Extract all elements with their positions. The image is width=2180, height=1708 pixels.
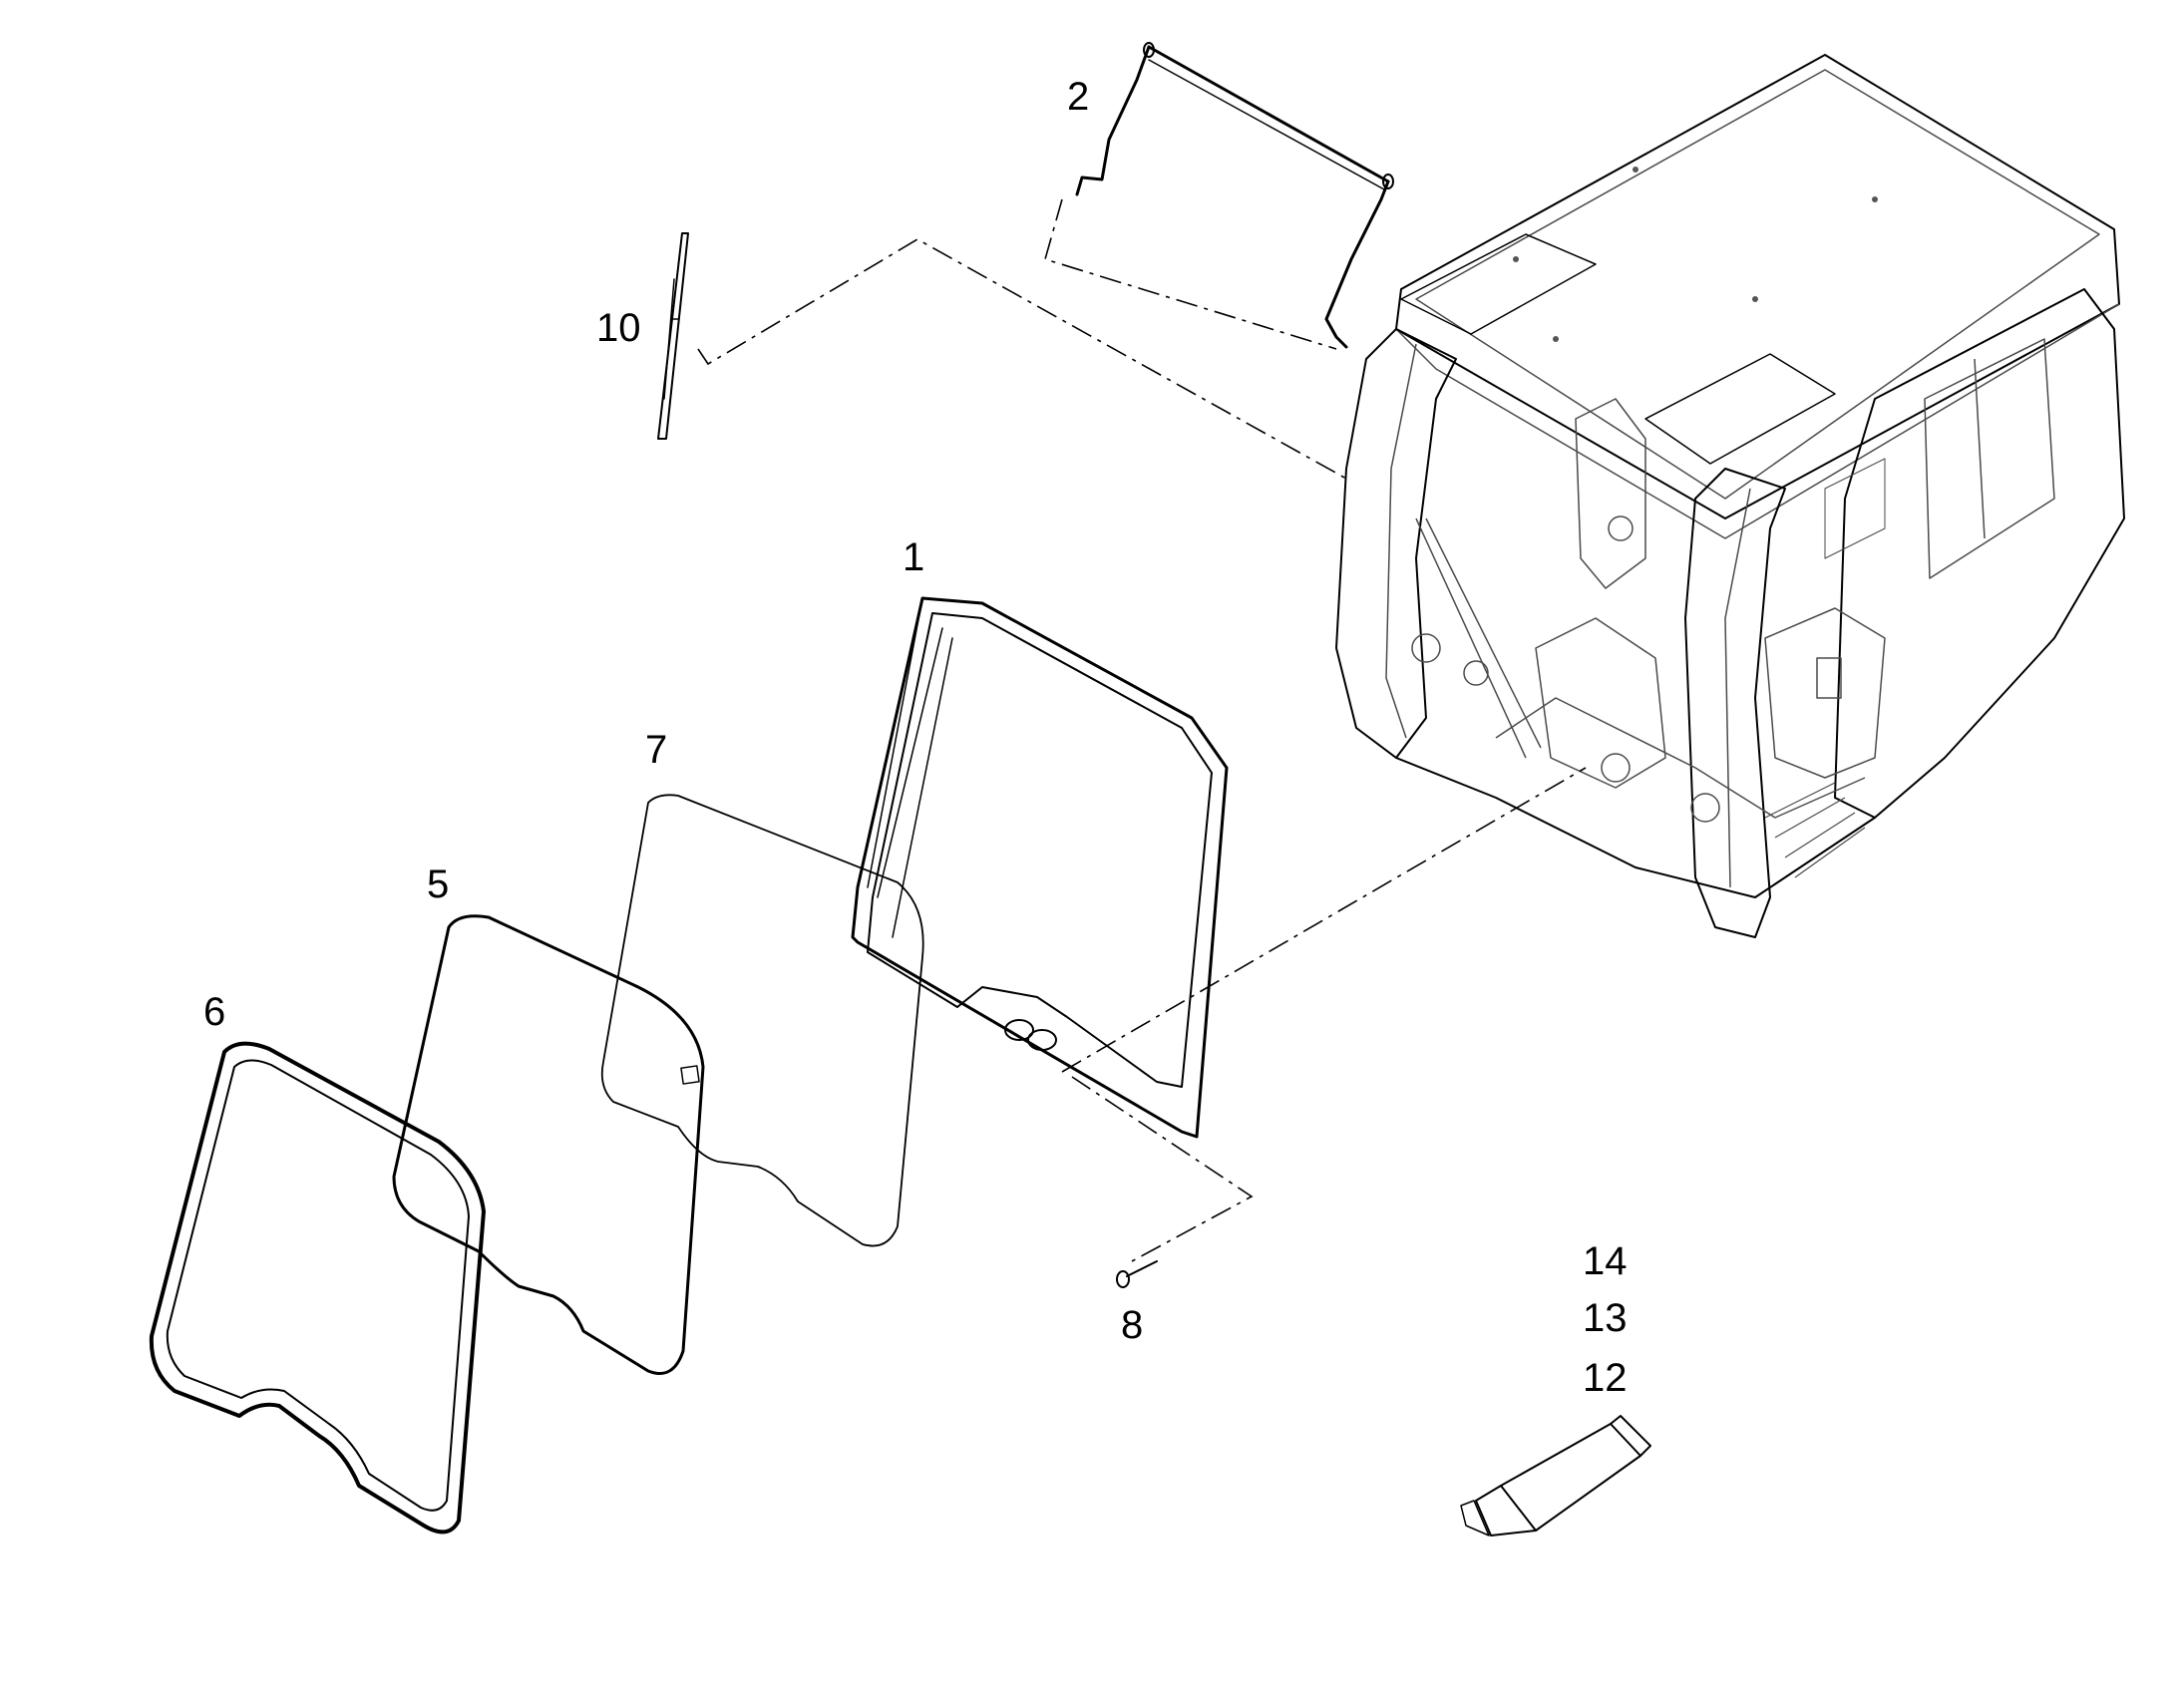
callout-5: 5 [427, 862, 449, 906]
cab-rear-panel [1764, 607, 1886, 779]
cab-side-frame [1834, 288, 2125, 819]
part-5-glass [392, 914, 705, 1375]
part-8-screw [1116, 1260, 1158, 1288]
callout-2: 2 [1067, 75, 1089, 119]
callout-12: 12 [1583, 1356, 1628, 1400]
cab-floor [1395, 757, 1876, 898]
callout-7: 7 [645, 728, 667, 772]
part-7-glass [600, 794, 924, 1247]
roof-plate-right [1644, 353, 1836, 465]
callout-10: 10 [596, 306, 641, 350]
cab-roof [1395, 54, 2120, 519]
callout-1: 1 [903, 535, 924, 579]
part-6-seal [149, 1041, 486, 1535]
cab-vent [1824, 458, 1886, 559]
callout-6: 6 [203, 990, 225, 1034]
roof-plate-left [1400, 233, 1597, 335]
part-1-window-frame [851, 596, 1587, 1262]
cab-console [1535, 617, 1666, 789]
part-2-sunshade [1044, 42, 1394, 350]
callout-13: 13 [1583, 1296, 1628, 1340]
callout-8: 8 [1121, 1303, 1143, 1347]
cab-body [1335, 54, 2125, 938]
cab-right-pillar [1684, 468, 1786, 938]
callout-14: 14 [1583, 1239, 1628, 1283]
cab-side-window [1924, 338, 2055, 579]
part-12-sealant-tube [1460, 1415, 1651, 1537]
part-10-wiper-blade [657, 232, 1347, 480]
